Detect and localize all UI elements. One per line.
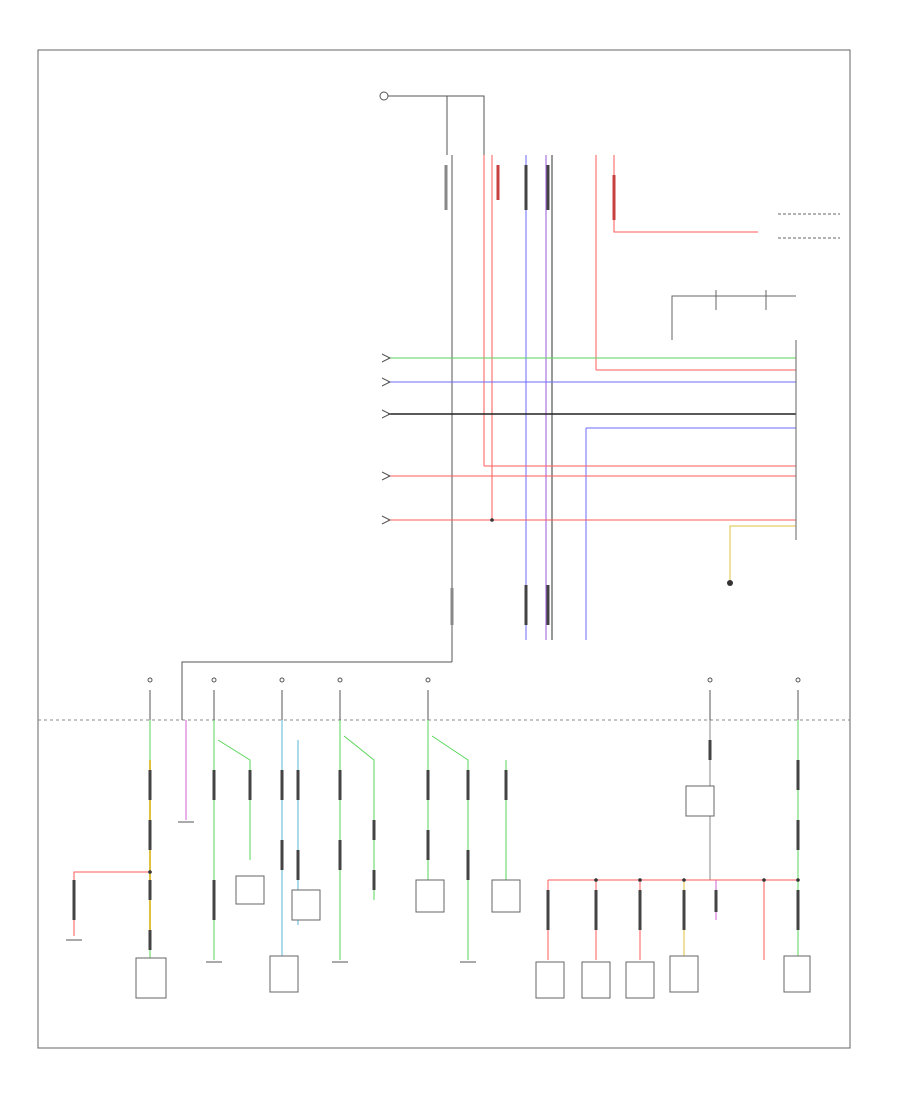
main-ground-trunk <box>181 155 454 720</box>
ground-symbols <box>66 821 476 963</box>
component-box-8 <box>535 961 565 999</box>
component-box-3 <box>269 955 299 993</box>
component-box-10 <box>625 961 655 999</box>
component-box-12 <box>783 955 811 993</box>
module-input-wires <box>388 357 796 586</box>
central-control-module <box>671 213 840 540</box>
can-bus-column-wires <box>524 155 587 640</box>
left-connector-arrows <box>381 353 392 525</box>
component-box-4 <box>291 889 321 921</box>
component-box-11 <box>669 955 699 993</box>
harness-segments <box>72 740 800 950</box>
top-fuse-feed <box>379 91 485 155</box>
lower-branch-wires <box>73 720 799 960</box>
diagram-frame <box>37 49 851 1049</box>
component-boxes <box>135 785 811 999</box>
junction-dots <box>148 518 800 882</box>
connector-pin-markers <box>147 677 801 720</box>
component-box-9 <box>581 961 611 999</box>
component-box-7 <box>685 785 715 817</box>
component-box-6 <box>491 879 521 913</box>
component-box-1 <box>135 957 167 999</box>
component-box-5 <box>415 879 445 913</box>
component-box-2 <box>235 875 265 905</box>
